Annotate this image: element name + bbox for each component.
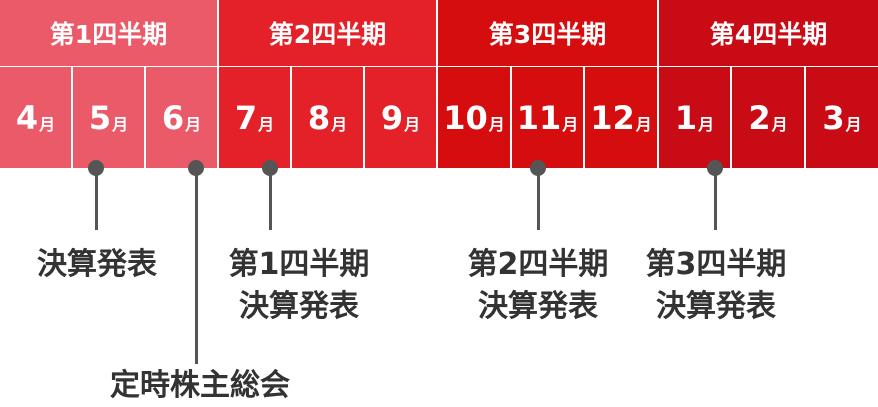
event-label-agm: 定時株主総会 xyxy=(90,365,310,407)
month-suffix: 月 xyxy=(258,114,275,134)
connector-line xyxy=(537,168,540,230)
month-suffix: 月 xyxy=(404,114,421,134)
quarter-3-label: 第3四半期 xyxy=(488,20,607,49)
quarter-2-label: 第2四半期 xyxy=(268,20,387,49)
month-number: 8 xyxy=(307,98,331,137)
connector-line xyxy=(714,168,717,230)
month-number: 6 xyxy=(161,98,185,137)
event-label-line: 定時株主総会 xyxy=(110,368,290,403)
connector-line xyxy=(95,168,98,230)
month-number: 1 xyxy=(674,98,698,137)
month-suffix: 月 xyxy=(771,114,788,134)
connector-line xyxy=(195,168,198,364)
month-suffix: 月 xyxy=(185,114,202,134)
quarter-4: 第4四半期 xyxy=(659,0,878,66)
month-suffix: 月 xyxy=(698,114,715,134)
event-label-q1-results: 第1四半期 決算発表 xyxy=(209,244,389,328)
month-suffix: 月 xyxy=(331,114,348,134)
month-suffix: 月 xyxy=(635,114,652,134)
month-number: 10 xyxy=(443,98,488,137)
connector-dot xyxy=(88,160,104,176)
connector-dot xyxy=(707,160,723,176)
connector-dot xyxy=(188,160,204,176)
month-number: 2 xyxy=(748,98,771,137)
month-number: 11 xyxy=(516,98,562,137)
event-label-line: 第1四半期 xyxy=(228,247,370,282)
event-label-line: 決算発表 xyxy=(239,289,359,324)
month-suffix: 月 xyxy=(112,114,129,134)
quarter-1: 第1四半期 xyxy=(0,0,217,66)
event-label-line: 決算発表 xyxy=(656,289,776,324)
month-suffix: 月 xyxy=(845,114,862,134)
month-number: 9 xyxy=(380,98,404,137)
month-number: 7 xyxy=(234,98,258,137)
event-label-line: 決算発表 xyxy=(478,289,598,324)
quarter-3: 第3四半期 xyxy=(438,0,657,66)
event-label-results: 決算発表 xyxy=(22,244,172,286)
event-label-q2-results: 第2四半期 決算発表 xyxy=(448,244,628,328)
quarter-2: 第2四半期 xyxy=(219,0,436,66)
month-number: 3 xyxy=(822,98,845,137)
quarter-1-label: 第1四半期 xyxy=(49,20,168,49)
month-suffix: 月 xyxy=(39,114,56,134)
event-label-line: 第2四半期 xyxy=(467,247,609,282)
connector-dot xyxy=(262,160,278,176)
month-number: 4 xyxy=(15,98,39,137)
month-suffix: 月 xyxy=(488,114,505,134)
quarter-4-label: 第4四半期 xyxy=(709,20,828,49)
month-suffix: 月 xyxy=(562,114,579,134)
event-label-q3-results: 第3四半期 決算発表 xyxy=(626,244,806,328)
month-number: 12 xyxy=(590,98,635,137)
month-number: 5 xyxy=(88,98,112,137)
quarter-header-row: 第1四半期 第2四半期 第3四半期 第4四半期 xyxy=(0,0,878,66)
connector-line xyxy=(269,168,272,230)
event-label-line: 第3四半期 xyxy=(645,247,787,282)
event-label-line: 決算発表 xyxy=(37,247,157,282)
connector-dot xyxy=(530,160,546,176)
